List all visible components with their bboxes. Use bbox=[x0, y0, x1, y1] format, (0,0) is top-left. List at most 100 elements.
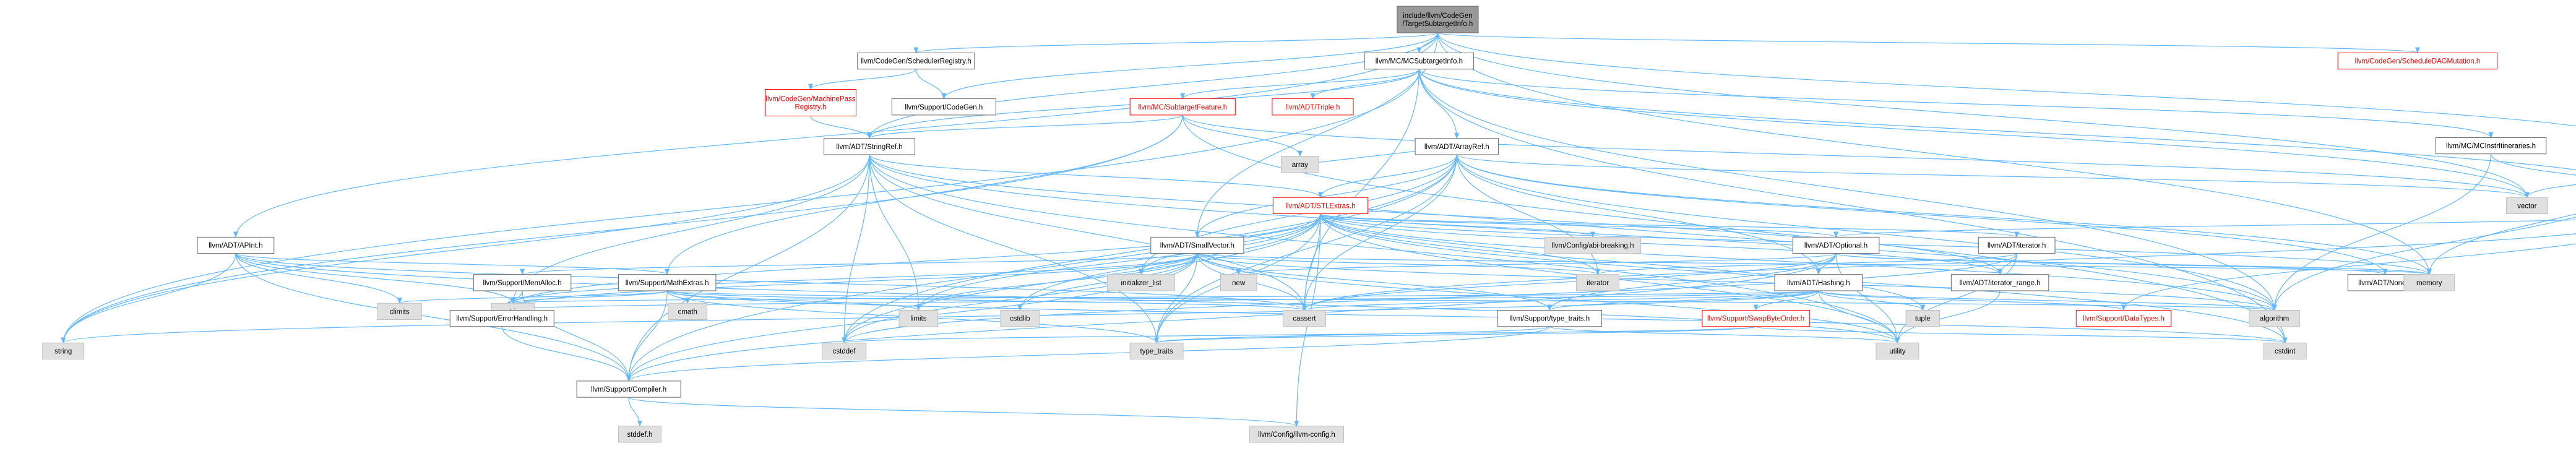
node-cassert[interactable]: cassert bbox=[1282, 310, 1326, 327]
node-iterrange[interactable]: llvm/ADT/iterator_range.h bbox=[1950, 274, 2049, 291]
node-typetraitsh[interactable]: llvm/Support/type_traits.h bbox=[1497, 310, 1602, 327]
node-mcinstr-label: llvm/MC/MCInstrItineraries.h bbox=[2446, 143, 2536, 150]
edge-mathextras-to-algorithm bbox=[666, 290, 2277, 311]
node-cmath-box bbox=[668, 303, 708, 320]
node-mcsubinfo[interactable]: llvm/MC/MCSubtargetInfo.h bbox=[1364, 52, 1475, 70]
edge-root-to-schedmut bbox=[1437, 32, 2420, 54]
node-swapbyte-box bbox=[1702, 310, 1810, 327]
edge-mcinstr-to-mcsched bbox=[2490, 153, 2576, 176]
node-stlextras-label: llvm/ADT/STLExtras.h bbox=[1285, 202, 1355, 210]
node-memalloc[interactable]: llvm/Support/MemAlloc.h bbox=[473, 274, 572, 291]
node-limits[interactable]: limits bbox=[898, 310, 939, 327]
node-array[interactable]: array bbox=[1281, 156, 1319, 173]
node-memory[interactable]: memory bbox=[2403, 274, 2455, 291]
node-memalloc-box bbox=[473, 274, 572, 291]
node-mathextras-box bbox=[618, 274, 717, 291]
node-memory-label: memory bbox=[2416, 280, 2442, 287]
node-errhandling[interactable]: llvm/Support/ErrorHandling.h bbox=[449, 310, 554, 327]
node-mcinstr[interactable]: llvm/MC/MCInstrItineraries.h bbox=[2435, 137, 2547, 155]
edge-stringref-to-cassert bbox=[869, 154, 1307, 311]
edge-mcinstr-to-algorithm bbox=[2272, 153, 2492, 311]
node-abibreak[interactable]: llvm/Config/abi-breaking.h bbox=[1544, 236, 1642, 254]
node-utility-label: utility bbox=[1889, 348, 1905, 355]
node-tuple[interactable]: tuple bbox=[1905, 310, 1940, 327]
node-supcodegen[interactable]: llvm/Support/CodeGen.h bbox=[891, 98, 996, 116]
node-typetraits[interactable]: type_traits bbox=[1129, 342, 1184, 360]
node-cstdlib[interactable]: cstdlib bbox=[1000, 310, 1040, 327]
node-optional[interactable]: llvm/ADT/Optional.h bbox=[1792, 236, 1880, 254]
node-swapbyte-label: llvm/Support/SwapByteOrder.h bbox=[1707, 316, 1804, 323]
node-errhandling-label: llvm/Support/ErrorHandling.h bbox=[456, 316, 548, 323]
edge-smallvec-to-typetraits bbox=[1154, 253, 1198, 344]
node-apint-label: llvm/ADT/APInt.h bbox=[209, 242, 263, 249]
node-llvmconfig[interactable]: llvm/Config/llvm-config.h bbox=[1249, 426, 1345, 443]
edge-hashing-to-cassert bbox=[1302, 290, 1819, 311]
node-triple[interactable]: llvm/ADT/Triple.h bbox=[1272, 98, 1354, 116]
node-schedmut[interactable]: llvm/CodeGen/ScheduleDAGMutation.h bbox=[2337, 52, 2498, 70]
edge-smallvec-to-initlist bbox=[1139, 253, 1198, 275]
node-iterrange-box bbox=[1950, 274, 2049, 291]
edge-arrayref-to-stlextras bbox=[1318, 154, 1457, 199]
node-iteratorsys-label: iterator bbox=[1587, 280, 1609, 287]
node-root[interactable]: include/llvm/CodeGen/TargetSubtargetInfo… bbox=[1397, 6, 1479, 33]
node-schedreg[interactable]: llvm/CodeGen/SchedulerRegistry.h bbox=[857, 52, 975, 70]
edge-smallvec-to-memalloc bbox=[520, 253, 1198, 275]
edge-stlextras-to-abibreak bbox=[1320, 213, 1595, 238]
node-typetraits-box bbox=[1129, 342, 1184, 360]
node-initlist[interactable]: initializer_list bbox=[1107, 274, 1176, 291]
edge-stlextras-to-cassert bbox=[1301, 213, 1321, 311]
node-algorithm[interactable]: algorithm bbox=[2249, 310, 2300, 327]
edge-compiler-to-stddef bbox=[628, 397, 642, 427]
edge-hashing-to-cstring bbox=[511, 290, 1819, 304]
node-hashing[interactable]: llvm/ADT/Hashing.h bbox=[1774, 274, 1863, 291]
node-mathextras[interactable]: llvm/Support/MathExtras.h bbox=[618, 274, 717, 291]
edge-mcsubinfo-to-cstdint bbox=[1418, 69, 2288, 344]
node-climits[interactable]: climits bbox=[377, 303, 422, 320]
node-stddef[interactable]: stddef.h bbox=[618, 426, 661, 443]
node-mcsubinfo-label: llvm/MC/MCSubtargetInfo.h bbox=[1376, 58, 1463, 66]
node-root-label: /TargetSubtargetInfo.h bbox=[1402, 20, 1473, 28]
dependency-edges bbox=[61, 32, 2576, 427]
node-compiler[interactable]: llvm/Support/Compiler.h bbox=[576, 380, 681, 398]
edge-schedreg-to-mpreg bbox=[808, 69, 916, 90]
node-datatypes[interactable]: llvm/Support/DataTypes.h bbox=[2075, 310, 2172, 327]
node-swapbyte[interactable]: llvm/Support/SwapByteOrder.h bbox=[1702, 310, 1810, 327]
edge-mathextras-to-cstring bbox=[510, 290, 668, 304]
node-llvmconfig-box bbox=[1249, 426, 1345, 443]
edge-mathextras-to-cstdint bbox=[666, 290, 2288, 344]
node-iteratorsys[interactable]: iterator bbox=[1576, 274, 1620, 291]
node-vector[interactable]: vector bbox=[2505, 197, 2548, 215]
edge-stlextras-to-algorithm bbox=[1320, 213, 2277, 311]
edge-stlextras-to-cstddef bbox=[842, 213, 1321, 344]
node-string[interactable]: string bbox=[42, 342, 85, 360]
node-apint[interactable]: llvm/ADT/APInt.h bbox=[197, 236, 275, 254]
node-cstdint[interactable]: cstdint bbox=[2263, 342, 2307, 360]
node-arrayref-label: llvm/ADT/ArrayRef.h bbox=[1424, 144, 1489, 151]
edge-arrayref-to-memory bbox=[1456, 154, 2432, 275]
edge-hashing-to-tuple bbox=[1818, 290, 1926, 311]
edge-stringref-to-limits bbox=[869, 154, 921, 311]
node-string-label: string bbox=[54, 348, 72, 355]
node-smallvec[interactable]: llvm/ADT/SmallVector.h bbox=[1150, 236, 1244, 254]
node-cmath[interactable]: cmath bbox=[668, 303, 708, 320]
node-cstddef[interactable]: cstddef bbox=[822, 342, 867, 360]
edge-mathextras-to-climits bbox=[397, 290, 668, 304]
node-arrayref[interactable]: llvm/ADT/ArrayRef.h bbox=[1415, 138, 1499, 155]
node-subfeat[interactable]: llvm/MC/SubtargetFeature.h bbox=[1129, 98, 1236, 116]
node-cstdlib-box bbox=[1000, 310, 1040, 327]
node-supcodegen-box bbox=[891, 98, 996, 116]
node-abibreak-box bbox=[1544, 236, 1642, 254]
node-iterator[interactable]: llvm/ADT/iterator.h bbox=[1978, 236, 2056, 254]
node-utility[interactable]: utility bbox=[1876, 342, 1919, 360]
node-datatypes-box bbox=[2075, 310, 2172, 327]
node-stringref[interactable]: llvm/ADT/StringRef.h bbox=[824, 138, 916, 155]
edge-optional-to-memory bbox=[1835, 253, 2432, 275]
edge-stringref-to-utility bbox=[869, 154, 1900, 344]
edge-pbqp-to-memory bbox=[2426, 213, 2576, 275]
edge-hashing-to-swapbyte bbox=[1753, 290, 1819, 311]
node-mpreg-label: Registry.h bbox=[795, 104, 826, 111]
edge-smallvec-to-cstddef bbox=[842, 253, 1198, 344]
node-new[interactable]: new bbox=[1220, 274, 1257, 291]
node-stlextras[interactable]: llvm/ADT/STLExtras.h bbox=[1272, 197, 1369, 215]
